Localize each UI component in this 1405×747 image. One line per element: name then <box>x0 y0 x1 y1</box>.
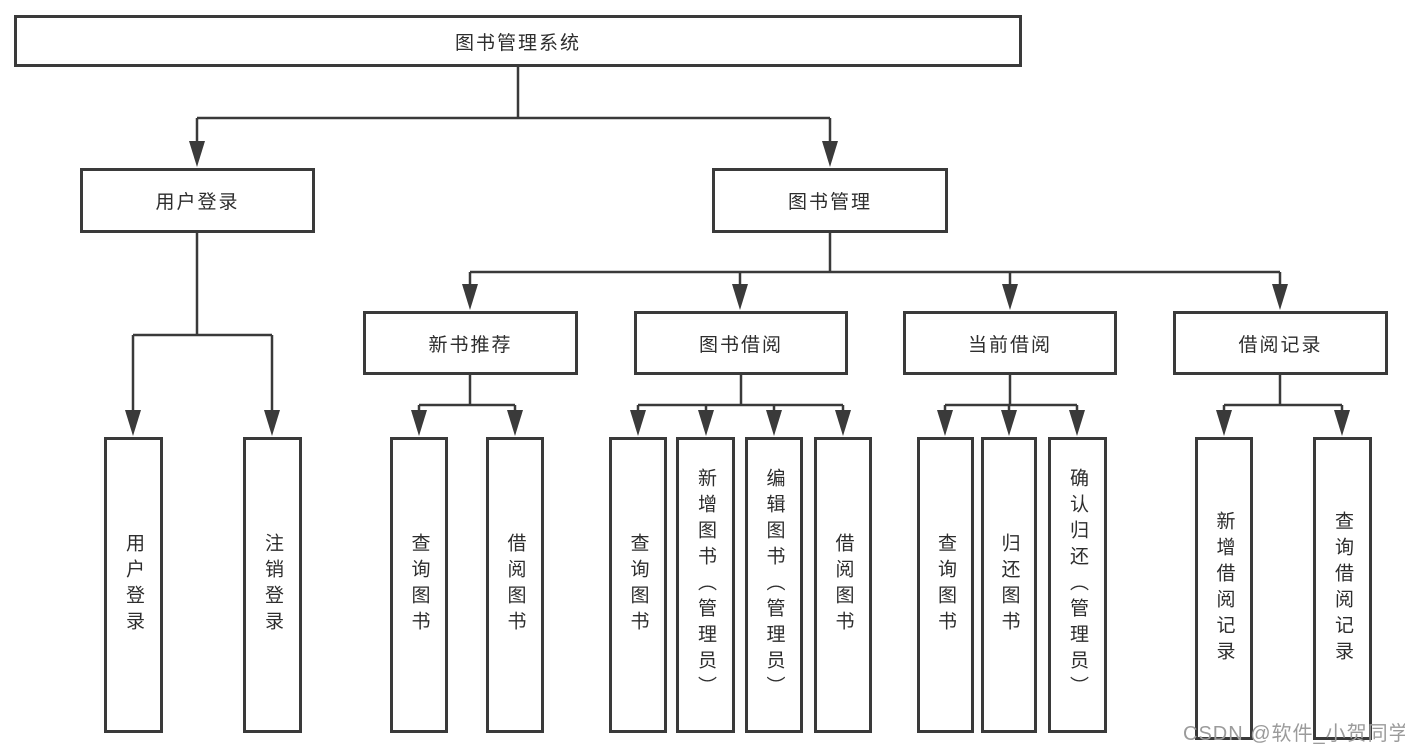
node-user-login: 用户登录 <box>80 168 315 233</box>
leaf-borrow-books-recommend: 借阅图书 <box>486 437 544 733</box>
leaf-add-books-admin: 新增图书（管理员） <box>676 437 735 733</box>
leaf-query-books-recommend: 查询图书 <box>390 437 448 733</box>
node-book-borrow: 图书借阅 <box>634 311 848 375</box>
node-current-borrow: 当前借阅 <box>903 311 1117 375</box>
leaf-return-books: 归还图书 <box>981 437 1037 733</box>
node-book-management: 图书管理 <box>712 168 948 233</box>
leaf-user-login: 用户登录 <box>104 437 163 733</box>
csdn-watermark: CSDN @软件_小贺同学 <box>1183 723 1405 745</box>
leaf-borrow-books: 借阅图书 <box>814 437 872 733</box>
leaf-confirm-return-admin: 确认归还（管理员） <box>1048 437 1107 733</box>
node-borrow-record: 借阅记录 <box>1173 311 1388 375</box>
node-new-book-recommend: 新书推荐 <box>363 311 578 375</box>
leaf-query-books-borrow: 查询图书 <box>609 437 667 733</box>
node-root-system: 图书管理系统 <box>14 15 1022 67</box>
leaf-edit-books-admin: 编辑图书（管理员） <box>745 437 803 733</box>
leaf-query-books-current: 查询图书 <box>917 437 974 733</box>
leaf-logout: 注销登录 <box>243 437 302 733</box>
leaf-query-borrow-record: 查询借阅记录 <box>1313 437 1372 740</box>
leaf-add-borrow-record: 新增借阅记录 <box>1195 437 1253 740</box>
